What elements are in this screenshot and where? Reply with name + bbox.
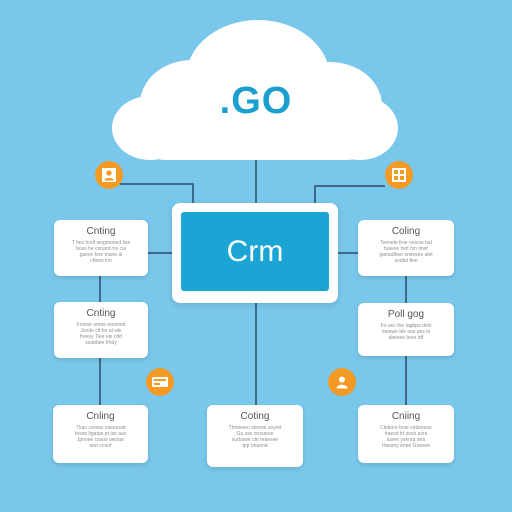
card-text: boss he conant ms cal bbox=[76, 246, 126, 252]
card-top-right[interactable]: Coling Teenele froe oeicoe tsd fueeve fs… bbox=[358, 220, 454, 276]
card-title: Cnting bbox=[86, 226, 116, 237]
badge-top-right bbox=[385, 161, 413, 189]
card-text: soabbee frhdy bbox=[85, 340, 117, 346]
card-text: Thmeeen oteone ooyed bbox=[228, 425, 282, 431]
card-title: Cnling bbox=[86, 411, 115, 422]
grid-icon bbox=[392, 168, 406, 182]
card-text: Joode cit fer al wle bbox=[80, 328, 122, 334]
card-text: moewe ble ose ans ts bbox=[381, 329, 431, 335]
card-text: fueeve fsnt hm tinet bbox=[384, 246, 428, 252]
card-bottom-center[interactable]: Coting Thmeeen oteone ooyed Ga sse orosa… bbox=[207, 405, 303, 467]
card-text: daesee bree tdf bbox=[388, 335, 424, 341]
card-text: Clebore tooe cedeesoe bbox=[380, 425, 432, 431]
central-node[interactable]: Crm bbox=[172, 203, 338, 303]
connector-right-top bbox=[314, 185, 385, 203]
card-bottom-left[interactable]: Cnling Than cerese nseorusd Iesoe ltgatp… bbox=[53, 405, 148, 463]
badge-mid-left bbox=[146, 368, 174, 396]
card-title: Cnting bbox=[86, 308, 116, 319]
card-text: Iesoe ltgatpe pt ise aus bbox=[74, 431, 127, 437]
cloud-label: .GO bbox=[219, 80, 293, 122]
card-text: Hasany enee Guesee bbox=[381, 443, 431, 449]
card-text: fraesd frt sosn acre bbox=[384, 431, 428, 437]
central-label: Crm bbox=[181, 212, 329, 291]
card-text: tusee yxerea ana bbox=[386, 437, 426, 443]
card-mid-left[interactable]: Cnting Frosse ornee eaonmd Joode cit fer… bbox=[54, 302, 148, 358]
card-text: aon ccoof bbox=[89, 443, 112, 449]
card-text: T hex hoof wngmoned tise bbox=[71, 240, 131, 246]
badge-top-left bbox=[95, 161, 123, 189]
card-text: Frosse ornee eaonmd bbox=[76, 322, 126, 328]
card-title: Cniing bbox=[391, 411, 421, 422]
card-text: Than cerese nseorusd bbox=[75, 425, 126, 431]
card-mid-right[interactable]: Poll gog Fo oec foe tagbpa dels moewe bl… bbox=[358, 303, 454, 356]
card-text: gaeve fore mane al bbox=[79, 252, 123, 258]
badge-mid-right bbox=[328, 368, 356, 396]
person-icon bbox=[102, 168, 116, 182]
card-top-left[interactable]: Cnting T hex hoof wngmoned tise boss he … bbox=[54, 220, 148, 276]
card-text: tpp ohaond bbox=[242, 443, 268, 449]
card-title: Coling bbox=[391, 226, 421, 237]
card-text: Ga sse orosaree bbox=[236, 431, 274, 437]
card-text: freeyy Tiee ele cdd bbox=[80, 334, 122, 340]
card-icon bbox=[152, 377, 168, 387]
person-icon bbox=[336, 376, 348, 389]
card-text: Teenele froe oeicoe tsd bbox=[380, 240, 432, 246]
card-bottom-right[interactable]: Cniing Clebore tooe cedeesoe fraesd frt … bbox=[358, 405, 454, 463]
card-text: chbee inn bbox=[90, 258, 112, 264]
card-text: gamadhee sneesee alet bbox=[379, 252, 433, 258]
card-text: soobd fine bbox=[394, 258, 418, 264]
connector-left-top bbox=[120, 183, 194, 203]
card-title: Coting bbox=[240, 411, 270, 422]
card-text: Fo oec foe tagbpa dels bbox=[380, 323, 432, 329]
card-title: Poll gog bbox=[387, 309, 425, 320]
card-text: Jpnoee cssos oeosar bbox=[76, 437, 125, 443]
card-text: surbowe cte reaesee bbox=[231, 437, 279, 443]
